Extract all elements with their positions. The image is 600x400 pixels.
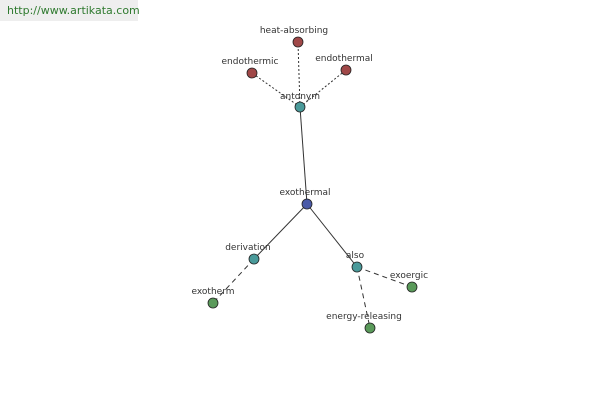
node-endothermal[interactable]: endothermal [315, 54, 373, 76]
edge-exothermal-derivation [253, 203, 308, 260]
edge-derivation-exotherm [212, 258, 255, 304]
watermark-url[interactable]: http://www.artikata.com [7, 4, 140, 17]
node-dot[interactable] [207, 297, 219, 309]
node-dot[interactable] [364, 322, 376, 334]
node-exotherm[interactable]: exotherm [191, 287, 235, 309]
node-label: endothermal [315, 54, 373, 64]
edge-antonym-endothermic [251, 72, 301, 108]
node-label: exoergic [390, 271, 428, 281]
node-dot[interactable] [294, 101, 306, 113]
node-endothermic[interactable]: endothermic [222, 57, 279, 79]
node-exothermal[interactable]: exothermal [279, 188, 331, 210]
node-exoergic[interactable]: exoergic [390, 271, 428, 293]
node-layer: exothermal antonym heat-absorbing endotherm… [191, 26, 428, 334]
node-dot[interactable] [340, 64, 352, 76]
edge-antonym-heat-absorbing [297, 41, 301, 108]
node-also[interactable]: also [346, 251, 365, 273]
edge-antonym-endothermal [299, 69, 347, 108]
edge-exothermal-antonym [299, 106, 308, 205]
node-heat-absorbing[interactable]: heat-absorbing [260, 26, 328, 48]
node-label: endothermic [222, 57, 279, 67]
node-energy-releasing[interactable]: energy-releasing [326, 312, 402, 334]
node-dot[interactable] [292, 36, 304, 48]
node-label: heat-absorbing [260, 26, 328, 36]
node-label: also [346, 251, 365, 261]
node-dot[interactable] [301, 198, 313, 210]
node-antonym[interactable]: antonym [280, 92, 320, 113]
url-banner: http://www.artikata.com [0, 0, 140, 21]
edge-layer [212, 41, 413, 329]
node-label: derivation [225, 243, 271, 253]
node-dot[interactable] [246, 67, 258, 79]
node-dot[interactable] [248, 253, 260, 265]
edge-exothermal-also [306, 203, 358, 268]
edge-also-energy-releasing [356, 266, 371, 329]
node-label: antonym [280, 92, 320, 102]
node-label: energy-releasing [326, 312, 402, 322]
node-derivation[interactable]: derivation [225, 243, 271, 265]
node-dot[interactable] [406, 281, 418, 293]
node-dot[interactable] [351, 261, 363, 273]
edge-also-exoergic [356, 266, 413, 288]
node-label: exotherm [191, 287, 234, 297]
node-label: exothermal [279, 188, 330, 198]
